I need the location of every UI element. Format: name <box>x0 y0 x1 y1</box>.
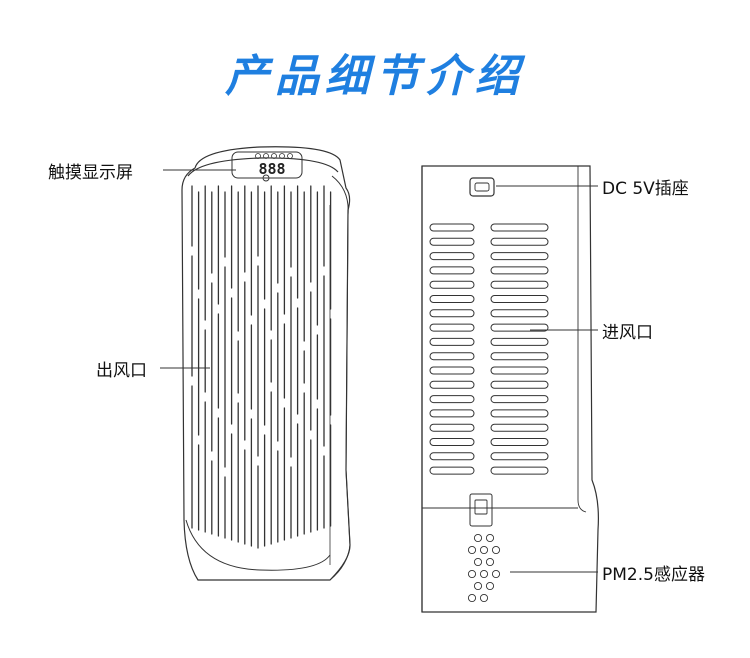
vent-slot <box>429 309 475 318</box>
sensor-hole <box>485 533 495 543</box>
display-panel <box>231 151 303 182</box>
sensor-hole <box>485 557 495 567</box>
vent-slot <box>429 438 475 446</box>
sensor-hole <box>491 545 501 555</box>
vent-slot <box>429 423 475 432</box>
vent-slot <box>490 395 549 404</box>
page-title: 产品细节介绍 <box>225 51 525 102</box>
sensor-hole <box>479 593 489 603</box>
front-side-panel <box>329 175 351 581</box>
vent-slot <box>490 352 549 361</box>
vent-slot <box>490 409 549 418</box>
vent-slot <box>490 423 549 432</box>
vent-slot <box>429 323 475 332</box>
vent-slot <box>490 237 549 246</box>
vent-slot <box>429 252 475 261</box>
label-touch-screen: 触摸显示屏 <box>48 163 133 183</box>
vent-slot <box>429 409 475 418</box>
front-grille <box>191 185 332 549</box>
sensor-hole <box>491 569 501 579</box>
vent-slot <box>490 438 549 446</box>
vent-slot <box>490 223 549 232</box>
back-view <box>421 165 599 613</box>
sensor-hole <box>467 545 477 555</box>
vent-slot <box>429 337 475 346</box>
sensor-hole <box>479 545 489 555</box>
label-pm-sensor: PM2.5感应器 <box>602 565 705 585</box>
sensor-hole <box>479 569 489 579</box>
air-inlet-vents <box>429 223 549 475</box>
sensor-hole <box>473 557 483 567</box>
vent-slot <box>429 452 475 461</box>
vent-slot <box>429 366 475 375</box>
sensor-hole <box>467 569 477 579</box>
vent-slot <box>490 252 549 261</box>
back-body-outline <box>421 165 599 613</box>
vent-slot <box>429 280 475 289</box>
label-air-inlet: 进风口 <box>602 323 653 343</box>
dc-port <box>469 177 495 197</box>
vent-slot <box>490 266 549 275</box>
label-air-outlet: 出风口 <box>96 361 147 381</box>
vent-slot <box>429 466 475 475</box>
vent-slot <box>429 266 475 275</box>
vent-slot <box>490 280 549 289</box>
vent-slot <box>490 366 549 375</box>
display-digits: 888 <box>258 160 285 178</box>
vent-slot <box>429 380 475 389</box>
sensor-hole <box>473 581 483 591</box>
vent-slot <box>490 380 549 389</box>
vent-slot <box>490 323 549 332</box>
vent-slot <box>490 452 549 461</box>
vent-slot <box>429 395 475 404</box>
vent-slot <box>429 237 475 246</box>
vent-slot <box>429 352 475 361</box>
front-body-outline <box>181 146 351 581</box>
sensor-hole <box>473 533 483 543</box>
vent-slot <box>490 309 549 318</box>
label-dc-port: DC 5V插座 <box>602 179 689 199</box>
vent-slot <box>429 295 475 303</box>
front-view <box>181 146 351 581</box>
vent-slot <box>429 223 475 232</box>
vent-slot <box>490 295 549 303</box>
pm-sensor-holes <box>467 533 501 603</box>
vent-slot <box>490 337 549 346</box>
sensor-hole <box>485 581 495 591</box>
sensor-hole <box>467 593 477 603</box>
switch <box>469 493 493 527</box>
vent-slot <box>490 466 549 475</box>
